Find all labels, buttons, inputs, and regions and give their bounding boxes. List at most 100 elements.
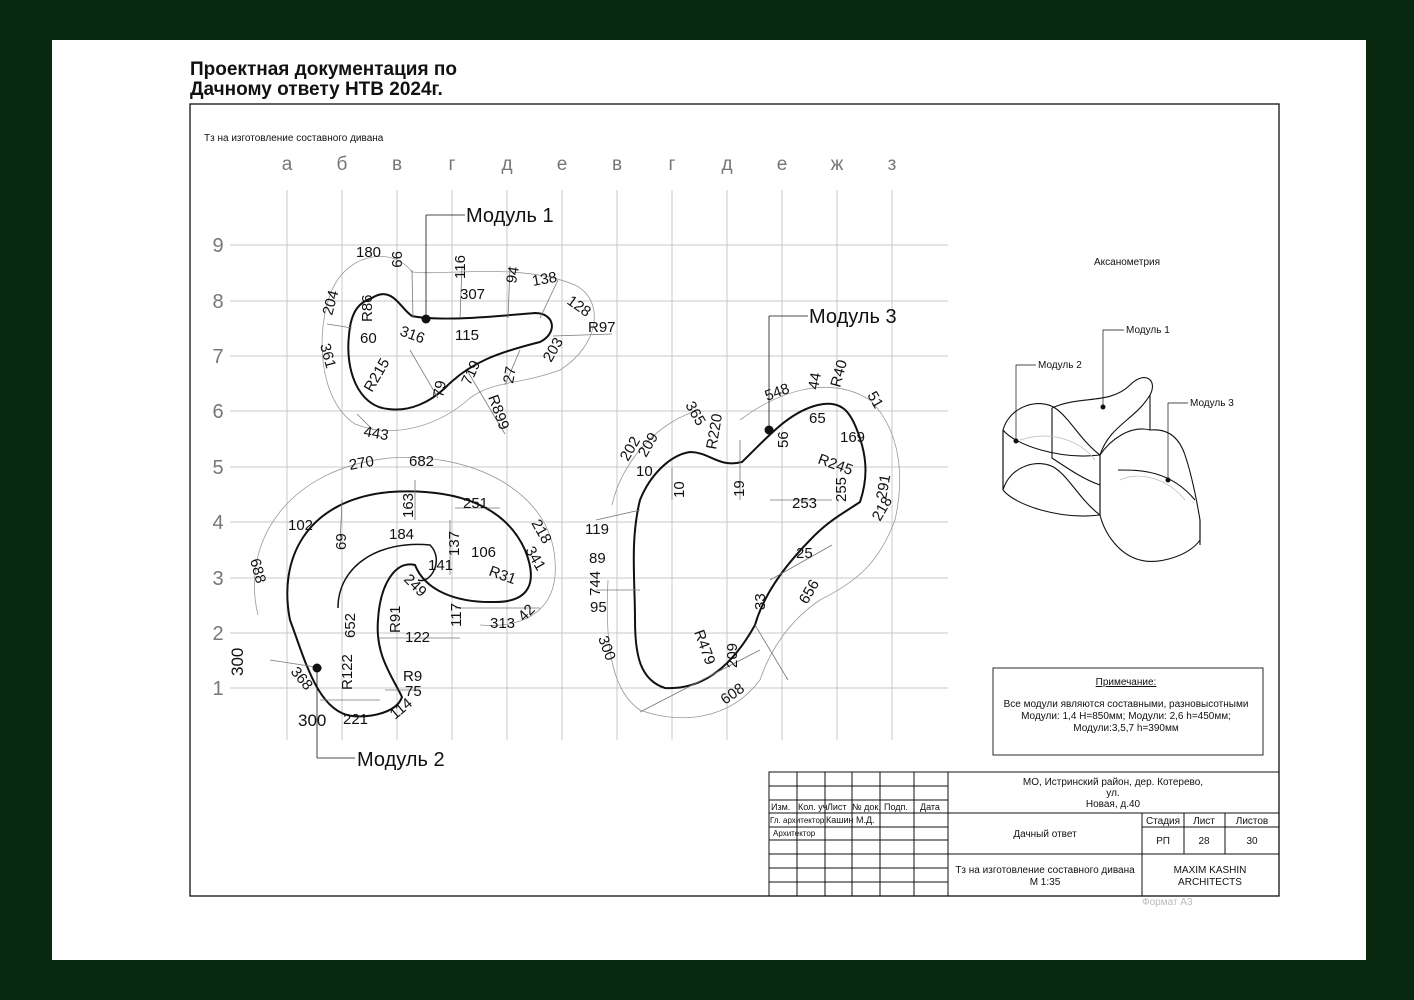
col-podp: Подп. xyxy=(884,802,908,812)
dim-label: 255 xyxy=(833,477,850,502)
dim-label: 138 xyxy=(531,269,559,290)
dim-label: 221 xyxy=(343,711,368,728)
dim-label: 656 xyxy=(796,577,823,607)
module-1-label: Модуль 1 xyxy=(466,205,554,227)
dim-label: 10 xyxy=(636,463,653,480)
grid-column-labels: а б в г д е в г д е ж з xyxy=(282,154,897,175)
column-label: ж xyxy=(831,154,844,175)
dim-label: 652 xyxy=(342,613,359,638)
dim-label: 316 xyxy=(398,323,427,348)
dim-label: R899 xyxy=(484,393,512,433)
row-label: 9 xyxy=(212,235,223,257)
note-line-2: Модули: 1,4 H=850мм; Модули: 2,6 h=450мм… xyxy=(1021,711,1231,722)
dim-label: 204 xyxy=(319,288,342,317)
dim-label: 180 xyxy=(356,244,381,261)
dim-label: 51 xyxy=(864,389,887,412)
row-label: 7 xyxy=(212,346,223,368)
dim-label: 75 xyxy=(405,683,422,700)
firm-line-1: MAXIM KASHIN xyxy=(1174,865,1247,876)
row-label: 4 xyxy=(212,512,223,534)
dim-label: R245 xyxy=(816,451,856,479)
column-label: а xyxy=(282,154,293,175)
dim-label: 95 xyxy=(590,599,607,616)
module-2-dimension-arc xyxy=(254,456,556,626)
document-name: Тз на изготовление составного дивана xyxy=(955,865,1135,876)
row-label: 1 xyxy=(212,678,223,700)
dim-label: 137 xyxy=(446,531,463,556)
dim-label: 249 xyxy=(400,571,430,601)
dim-label: R220 xyxy=(703,412,726,450)
sheets-value: 30 xyxy=(1246,836,1258,847)
note-line-1: Все модули являются составными, разновыс… xyxy=(1004,699,1249,710)
dim-label: 99 xyxy=(388,251,405,268)
dim-label: 184 xyxy=(389,526,414,543)
address-line-3: Новая, д.40 xyxy=(1086,799,1141,810)
dim-label: 119 xyxy=(585,521,609,538)
dim-label: 307 xyxy=(460,286,485,303)
row-label: 3 xyxy=(212,568,223,590)
dim-label: 10 xyxy=(671,481,688,498)
module-1-dimensions: 180 99 116 94 138 204 307 128 R97 R86 60… xyxy=(316,244,615,444)
dim-label: 443 xyxy=(362,423,390,444)
note-line-3: Модули:3,5,7 h=390мм xyxy=(1073,723,1179,734)
column-label: е xyxy=(777,154,788,175)
axonometry-view: Аксанометрия Модуль 2 Модуль 1 Мо xyxy=(1002,257,1234,562)
sheet-header: Лист xyxy=(1193,816,1215,827)
module-2-outline xyxy=(286,490,532,718)
dim-label: R9 xyxy=(403,668,422,685)
title-block xyxy=(768,771,1280,897)
module-3-dimension-arc xyxy=(606,387,901,719)
dim-label: 682 xyxy=(409,453,434,470)
dim-label: 365 xyxy=(682,399,709,429)
col-izm: Изм. xyxy=(771,802,790,812)
dim-label: 27 xyxy=(500,365,520,384)
document-header: Проектная документация по Дачному ответу… xyxy=(190,60,457,100)
dim-label: 251 xyxy=(463,495,488,512)
dim-label: 548 xyxy=(763,380,792,405)
module-2-label: Модуль 2 xyxy=(357,749,445,771)
dim-label: 89 xyxy=(589,550,606,567)
dim-label: 94 xyxy=(503,265,523,284)
column-label: д xyxy=(721,154,732,175)
column-label: г xyxy=(669,154,676,175)
row-label: 5 xyxy=(212,457,223,479)
dim-label: 300 xyxy=(298,711,326,730)
dim-label: 69 xyxy=(333,533,350,550)
dim-label: R122 xyxy=(339,654,356,690)
dim-label: 106 xyxy=(471,544,496,561)
project-name: Дачный ответ xyxy=(1013,829,1077,840)
dim-label: R40 xyxy=(827,358,851,389)
firm-line-2: ARCHITECTS xyxy=(1178,877,1242,888)
module-2-dimensions: 270 682 102 163 251 69 184 218 137 106 6… xyxy=(228,453,555,730)
role-2: Архитектор xyxy=(773,829,816,838)
sheet-value: 28 xyxy=(1198,836,1210,847)
dim-label: 102 xyxy=(288,517,313,534)
sheets-header: Листов xyxy=(1236,816,1269,827)
grid-row-labels: 9 8 7 6 5 4 3 2 1 xyxy=(212,235,223,700)
name-1: Кашин М.Д. xyxy=(826,815,875,825)
col-data: Дата xyxy=(920,802,940,812)
axon-module-1-label: Модуль 1 xyxy=(1126,325,1170,336)
dim-label: 60 xyxy=(360,330,377,347)
col-doc: № док. xyxy=(852,802,881,812)
dim-label: 270 xyxy=(348,453,376,474)
dim-label: 253 xyxy=(792,495,817,512)
row-label: 8 xyxy=(212,291,223,313)
dim-label: 341 xyxy=(522,544,549,574)
dim-label: 65 xyxy=(809,410,826,427)
document-scale: М 1:35 xyxy=(1030,877,1061,888)
stage-value: РП xyxy=(1156,836,1170,847)
dim-label: 116 xyxy=(452,255,469,279)
dim-label: 141 xyxy=(428,557,453,574)
row-label: 2 xyxy=(212,623,223,645)
drawing-sheet xyxy=(52,40,1366,960)
stage-header: Стадия xyxy=(1146,816,1180,827)
module-1-center-point xyxy=(421,314,431,324)
grid xyxy=(230,190,948,740)
dim-label: 368 xyxy=(287,664,316,694)
module-3-plan: Модуль 3 548 44 R40 51 365 R220 65 56 20… xyxy=(585,306,901,719)
column-label: в xyxy=(612,154,622,175)
dim-label: 300 xyxy=(228,648,247,676)
dim-label: 300 xyxy=(594,634,619,663)
